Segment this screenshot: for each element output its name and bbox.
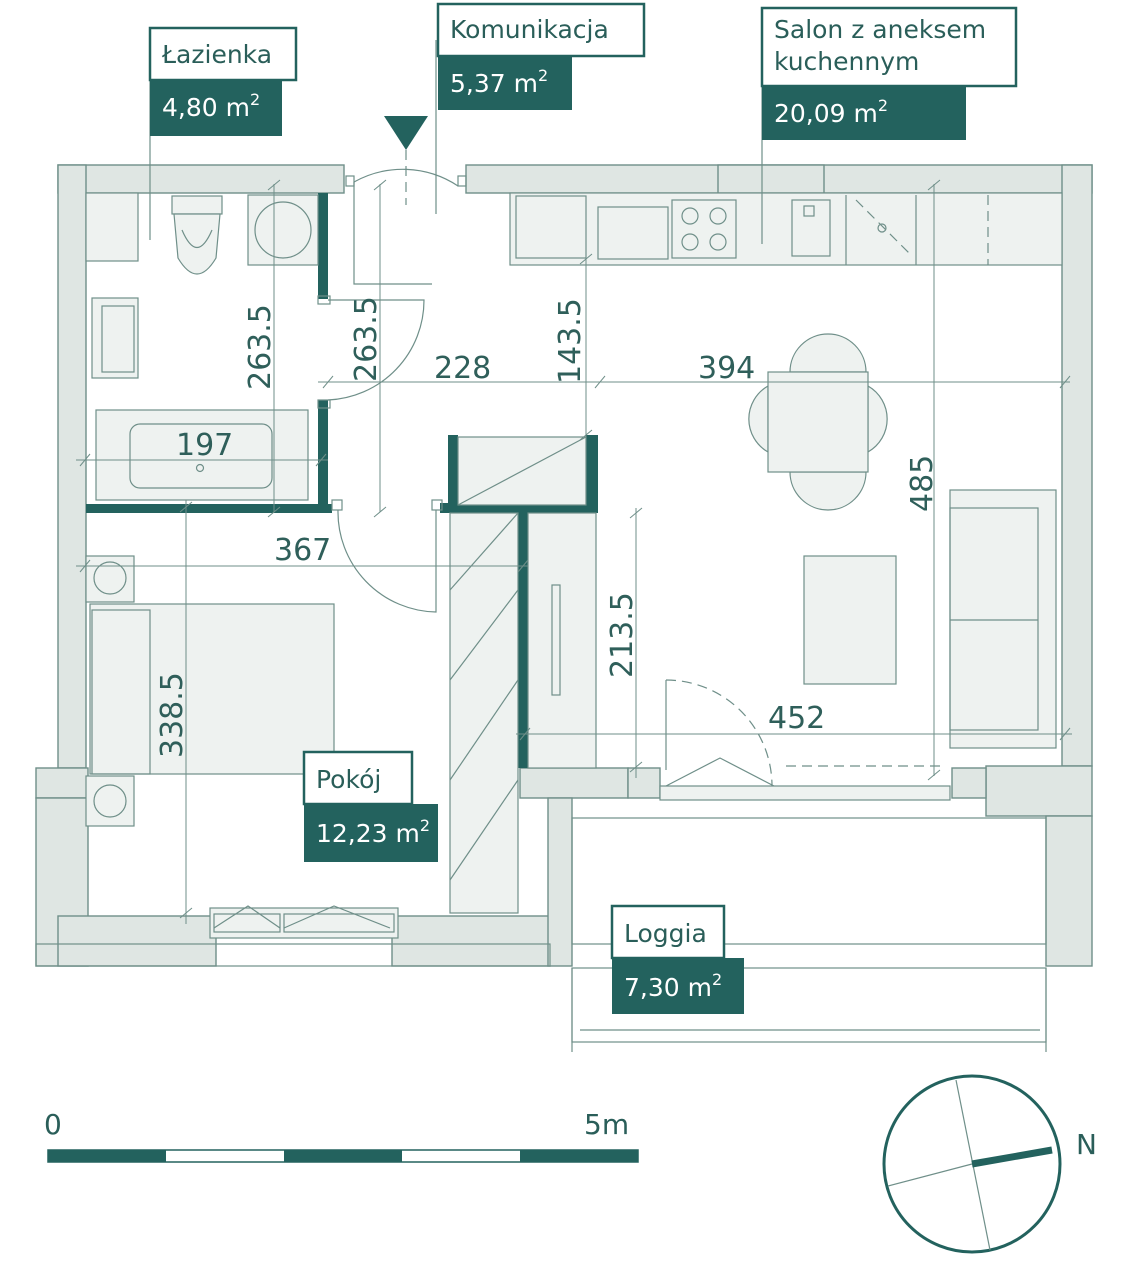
dimension-lines — [76, 40, 1072, 924]
dim-salon-bottom-width: 452 — [768, 701, 825, 736]
exterior-walls — [35, 164, 1093, 967]
dim-salon-width: 394 — [698, 351, 755, 386]
room-name: Łazienka — [161, 40, 272, 69]
room-label-lazienka: Łazienka 4,80 m2 — [148, 26, 298, 136]
dim-wardrobe-height: 213.5 — [605, 592, 640, 678]
scale-bar: 0 5m — [44, 1108, 639, 1163]
scale-end: 5m — [584, 1108, 629, 1141]
room-area: 4,80 m2 — [162, 90, 260, 122]
dim-bath-length: 197 — [176, 428, 233, 463]
room-name: Loggia — [624, 919, 707, 948]
loggia-outline — [571, 817, 1047, 1052]
bedroom-furniture — [85, 555, 335, 827]
dim-hall-width: 228 — [434, 351, 491, 386]
room-area: 5,37 m2 — [450, 66, 548, 98]
dimension-labels: 263.5 263.5 228 143.5 394 485 197 367 33… — [155, 296, 940, 758]
dining-set — [748, 333, 888, 511]
kitchen-counter — [509, 192, 1063, 266]
compass-north: N — [1076, 1128, 1097, 1161]
compass: N — [882, 1074, 1097, 1254]
room-label-komunikacja: Komunikacja 5,37 m2 — [436, 2, 646, 110]
windows — [209, 757, 951, 939]
doors — [317, 116, 773, 787]
room-name: Komunikacja — [450, 15, 609, 44]
room-name: Pokój — [316, 765, 381, 794]
scale-start: 0 — [44, 1108, 62, 1141]
room-name-line1: Salon z aneksem — [774, 15, 986, 44]
room-area: 7,30 m2 — [624, 970, 722, 1002]
dim-room-height: 338.5 — [155, 672, 190, 758]
room-name-line2: kuchennym — [774, 47, 919, 76]
dim-bath-height: 263.5 — [243, 304, 278, 390]
living-furniture — [803, 489, 1057, 749]
dim-room-width: 367 — [274, 533, 331, 568]
interior-walls — [86, 193, 598, 768]
room-area: 12,23 m2 — [316, 816, 430, 848]
room-label-salon: Salon z aneksem kuchennym 20,09 m2 — [760, 6, 1018, 140]
dim-salon-height: 485 — [905, 455, 940, 512]
bathroom-fixtures — [85, 192, 319, 501]
dim-hall-height: 263.5 — [349, 296, 384, 382]
wardrobes — [449, 436, 597, 914]
room-area: 20,09 m2 — [774, 96, 888, 128]
room-label-pokoj: Pokój 12,23 m2 — [302, 750, 438, 862]
dim-kitchen-depth: 143.5 — [553, 298, 588, 384]
room-label-loggia: Loggia 7,30 m2 — [610, 904, 744, 1014]
